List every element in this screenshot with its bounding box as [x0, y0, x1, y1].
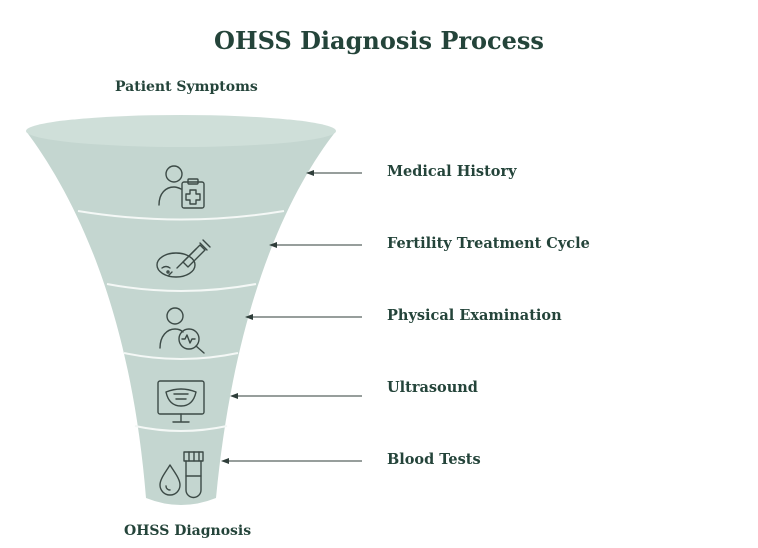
blood-test-tube-icon — [159, 451, 204, 499]
diagram-title: OHSS Diagnosis Process — [214, 26, 544, 55]
step-label-ultrasound: Ultrasound — [387, 379, 478, 396]
step-label-physical-examination: Physical Examination — [387, 307, 562, 324]
step-label-fertility-treatment-cycle: Fertility Treatment Cycle — [387, 235, 590, 252]
funnel-divider — [77, 210, 285, 221]
patient-clipboard-icon — [158, 165, 205, 209]
step-label-medical-history: Medical History — [387, 163, 517, 180]
ultrasound-monitor-icon — [157, 380, 205, 423]
funnel-output-label: OHSS Diagnosis — [124, 523, 252, 539]
funnel-divider — [134, 425, 228, 432]
patient-magnifier-icon — [159, 307, 205, 354]
funnel-body — [26, 131, 336, 505]
funnel-input-label: Patient Symptoms — [115, 79, 258, 95]
funnel-divider — [123, 352, 239, 360]
step-label-blood-tests: Blood Tests — [387, 451, 481, 468]
ivf-syringe-dish-icon — [156, 239, 211, 278]
funnel-rim — [26, 115, 336, 147]
funnel-divider — [106, 283, 257, 292]
